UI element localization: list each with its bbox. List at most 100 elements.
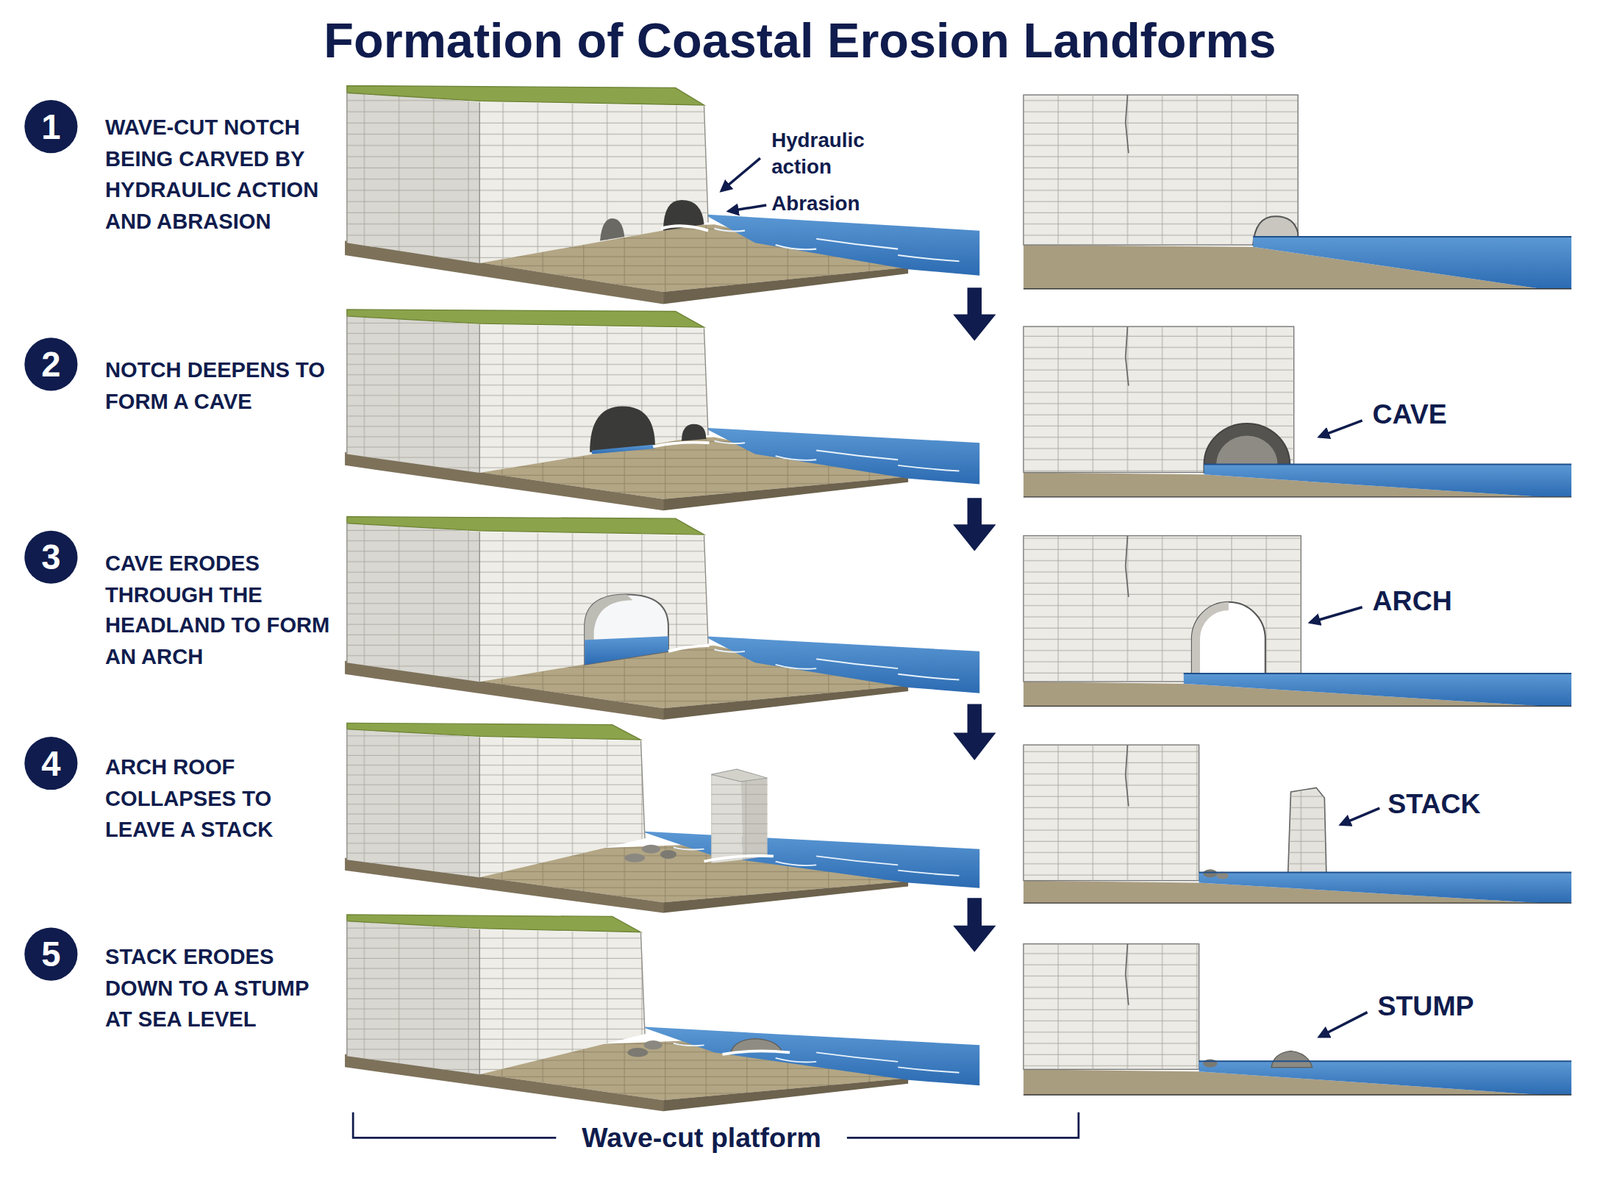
leader-arrow (728, 205, 767, 212)
rubble (1202, 1058, 1217, 1067)
foam (722, 1050, 791, 1054)
process-label: Abrasion (771, 189, 895, 217)
cliff-block (344, 309, 980, 511)
row-2-profile (1023, 326, 1572, 498)
step-number: 2 (41, 344, 61, 384)
step-number: 4 (41, 743, 61, 784)
row-5-block (344, 914, 980, 1112)
row-4-profile (1023, 744, 1572, 903)
crack (1125, 536, 1129, 598)
step-number-circle: 3 (24, 530, 78, 584)
crack (1125, 744, 1129, 806)
row-4-block (344, 722, 980, 913)
rubble (644, 1040, 663, 1050)
cliff-profile (1023, 94, 1298, 245)
arch-water (584, 636, 669, 665)
stack-texture (1287, 787, 1327, 881)
cave-mouth (589, 405, 656, 453)
crack (1125, 326, 1129, 386)
sea-profile (1252, 236, 1572, 289)
step-number-circle: 1 (24, 100, 78, 153)
sea-profile (1204, 463, 1573, 497)
cliff-profile (1023, 536, 1301, 682)
row-5-profile (1023, 944, 1572, 1095)
cliff-profile (1023, 744, 1200, 881)
leader-arrow (1310, 607, 1363, 623)
base-line (1023, 902, 1572, 903)
base-line (1023, 705, 1572, 707)
cliff-block (344, 86, 980, 305)
cliff-texture (1023, 944, 1200, 1070)
stage-arrow (952, 897, 996, 953)
step-number: 5 (41, 933, 61, 974)
step-number: 3 (41, 537, 61, 578)
cliff-texture (1023, 744, 1200, 881)
step-description: CAVE ERODES THROUGH THE HEADLAND TO FORM… (105, 547, 332, 673)
step-description: STACK ERODES DOWN TO A STUMP AT SEA LEVE… (105, 941, 332, 1036)
water-line (1204, 463, 1573, 465)
cave-interior (1216, 436, 1278, 465)
landform-label: STACK (1387, 788, 1531, 820)
step-description: WAVE-CUT NOTCH BEING CARVED BY HYDRAULIC… (105, 112, 332, 237)
sea-profile (1199, 872, 1573, 904)
leader-arrow (1341, 808, 1381, 825)
step-description: NOTCH DEEPENS TO FORM A CAVE (105, 355, 332, 418)
stack-front (711, 772, 743, 864)
rubble (641, 844, 661, 854)
base-line (1023, 288, 1572, 289)
process-label: Hydraulic action (771, 126, 886, 180)
row-3-profile (1023, 536, 1572, 707)
base-line (1023, 1094, 1572, 1095)
foam (668, 645, 710, 652)
stage-arrow (952, 497, 996, 551)
stack-side (741, 772, 768, 860)
small-cave (681, 424, 706, 442)
rubble (1202, 869, 1217, 878)
row-3-block (344, 516, 980, 720)
rubble (660, 850, 677, 859)
cliff-block (344, 722, 980, 913)
cliff-block (344, 914, 980, 1112)
cliff-block (344, 516, 980, 720)
crack (1125, 94, 1129, 153)
leader-arrow (1319, 420, 1362, 437)
step-number: 1 (41, 106, 61, 147)
foam (661, 225, 709, 231)
stage-arrow (952, 287, 996, 341)
water-line (1183, 672, 1572, 675)
leader-arrow (1319, 1012, 1367, 1037)
arch-opening (584, 594, 669, 665)
stack-texture (711, 772, 743, 864)
landform-label: ARCH (1372, 586, 1516, 617)
water-line (1199, 871, 1573, 873)
platform-label: Wave-cut platform (555, 1121, 848, 1154)
row-1-profile (1023, 94, 1572, 289)
sea-profile (1183, 673, 1572, 706)
cave-water (591, 444, 656, 455)
arch-profile (1191, 602, 1266, 682)
step-number-circle: 5 (24, 927, 78, 981)
stack-profile (1287, 787, 1327, 881)
step-number-circle: 2 (24, 337, 78, 391)
row-1-block (344, 86, 980, 305)
sea-profile (1199, 1061, 1573, 1095)
foam (704, 855, 774, 862)
cliff-texture (1023, 326, 1295, 473)
small-notch (600, 218, 625, 242)
cliff-texture (1023, 536, 1301, 682)
rubble (624, 853, 645, 863)
rubble (627, 1047, 648, 1057)
stack-texture (741, 772, 768, 860)
stack-top (711, 769, 767, 782)
row-2-block (344, 309, 980, 511)
stage-arrow (952, 704, 996, 761)
step-number-circle: 4 (24, 736, 78, 790)
cliff-texture (1023, 94, 1298, 245)
water-line (1252, 236, 1572, 238)
step-description: ARCH ROOF COLLAPSES TO LEAVE A STACK (105, 752, 332, 846)
landform-label: STUMP (1377, 991, 1520, 1023)
cliff-profile (1023, 326, 1295, 473)
arch-inner-wall (1191, 602, 1229, 682)
base-line (1023, 496, 1572, 498)
